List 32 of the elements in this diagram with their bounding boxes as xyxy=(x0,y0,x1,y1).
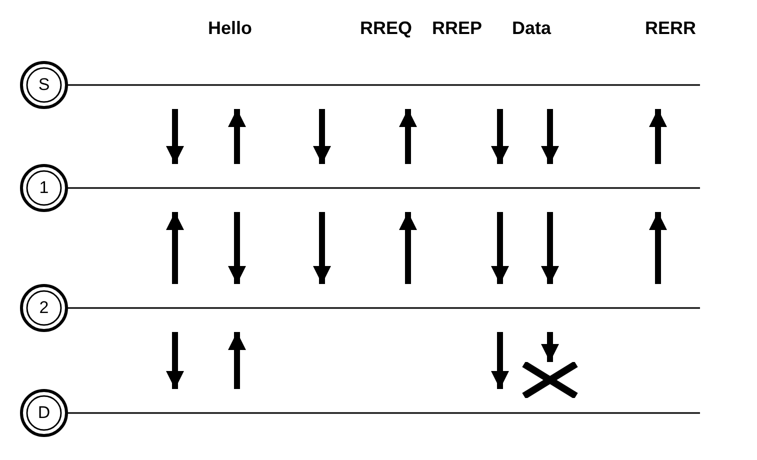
node-label: 1 xyxy=(38,178,50,198)
node-label: 2 xyxy=(38,298,50,318)
arrow xyxy=(166,332,184,389)
arrow xyxy=(313,109,331,164)
arrow xyxy=(399,212,417,284)
column-heading: Hello xyxy=(208,17,252,39)
lifeline-node xyxy=(20,164,700,212)
arrow xyxy=(649,212,667,284)
column-heading: RREP xyxy=(432,17,482,39)
arrow xyxy=(491,332,509,389)
arrow xyxy=(541,212,559,284)
lifeline-node xyxy=(20,389,700,437)
node-label: D xyxy=(36,403,52,423)
arrow xyxy=(166,212,184,284)
column-heading: RERR xyxy=(645,17,696,39)
column-heading: Data xyxy=(512,17,552,39)
arrow xyxy=(166,109,184,164)
lifeline-node xyxy=(20,61,700,109)
arrow xyxy=(491,212,509,284)
arrow xyxy=(228,109,246,164)
node-label: S xyxy=(37,75,51,95)
arrow xyxy=(491,109,509,164)
arrow xyxy=(399,109,417,164)
arrow xyxy=(228,212,246,284)
cross-mark xyxy=(522,362,578,398)
arrow xyxy=(228,332,246,389)
arrow xyxy=(541,109,559,164)
arrow xyxy=(649,109,667,164)
column-heading: RREQ xyxy=(360,17,412,39)
arrow xyxy=(313,212,331,284)
lifeline-node xyxy=(20,284,700,332)
arrow xyxy=(541,332,559,362)
